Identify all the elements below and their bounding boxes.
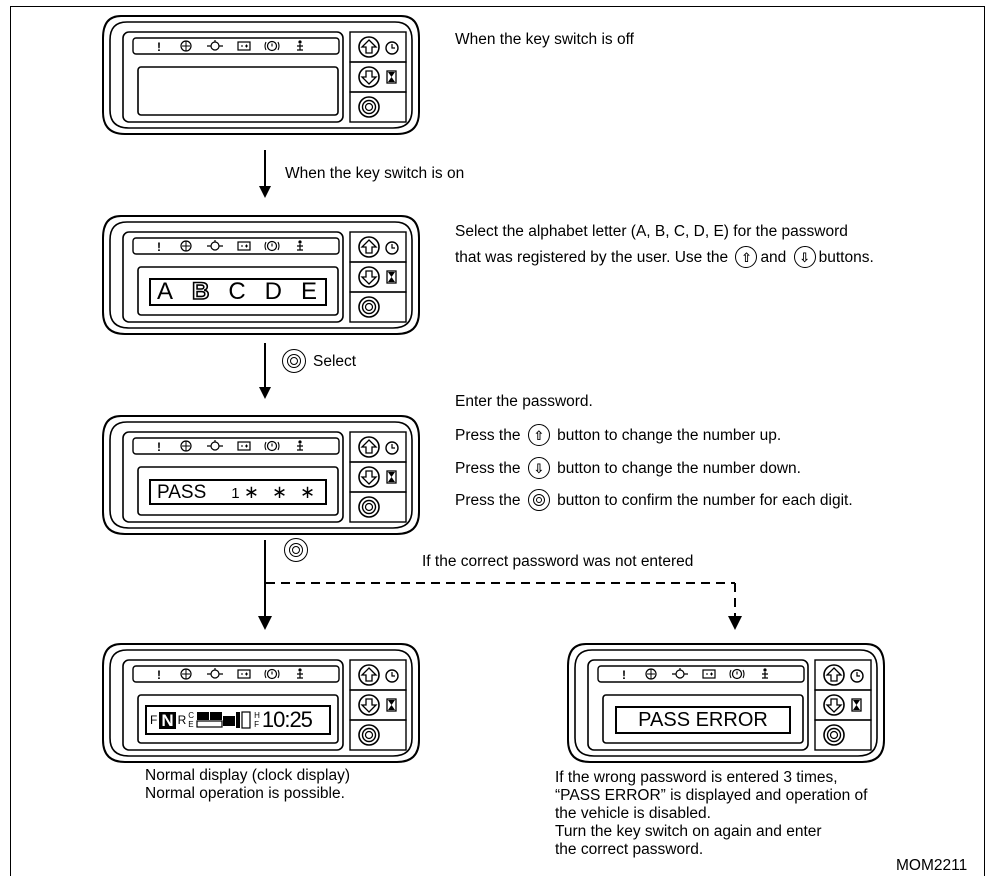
caption-key-on: When the key switch is on xyxy=(285,165,465,182)
caption-error-4: Turn the key switch on again and enter xyxy=(555,823,822,840)
select-ring-icon xyxy=(284,538,308,562)
error-text: PASS ERROR xyxy=(638,709,768,731)
caption-key-off: When the key switch is off xyxy=(455,31,634,48)
caption-select-line2: that was registered by the user. Use the… xyxy=(455,246,874,269)
flow-arrow-1 xyxy=(259,150,271,198)
caption-press-down: Press the ⇩ button to change the number … xyxy=(455,457,801,480)
up-arrow-icon: ⇧ xyxy=(735,246,758,268)
lcd-pass: PASS 1 ∗ ∗ ∗ xyxy=(138,467,338,517)
gear-f: F xyxy=(150,713,158,727)
lcd-clock: F N R C E H F 10:25 xyxy=(138,695,338,745)
caption-normal-2: Normal operation is possible. xyxy=(145,785,345,802)
caption-normal-1: Normal display (clock display) xyxy=(145,767,351,784)
display-panel-error: PASS ERROR xyxy=(566,636,886,766)
display-panel-pass: PASS 1 ∗ ∗ ∗ xyxy=(101,408,421,538)
select-ring-icon xyxy=(527,489,550,511)
lcd-error: PASS ERROR xyxy=(603,695,803,745)
caption-select-line1: Select the alphabet letter (A, B, C, D, … xyxy=(455,223,848,240)
gear-n: N xyxy=(159,710,176,730)
fuel-gauge-bar xyxy=(196,711,251,729)
fuel-h: H xyxy=(254,711,260,720)
caption-press-confirm: Press the button to confirm the number f… xyxy=(455,489,853,512)
up-arrow-icon: ⇧ xyxy=(527,424,550,446)
pass-stars: ∗ ∗ ∗ xyxy=(243,482,319,502)
letter-a: A xyxy=(157,278,176,305)
caption-error-1: If the wrong password is entered 3 times… xyxy=(555,769,838,786)
down-arrow-icon: ⇩ xyxy=(527,457,550,479)
letter-c: C xyxy=(228,278,248,305)
select-ring-icon xyxy=(282,349,306,373)
clock-time: 10:25 xyxy=(261,707,313,732)
coolant-c: C xyxy=(188,711,195,720)
fuel-f: F xyxy=(254,720,259,729)
letter-b-selected: B xyxy=(191,278,212,305)
caption-enter: Enter the password. xyxy=(455,393,593,410)
figure-frame xyxy=(10,6,985,876)
letter-d: D xyxy=(264,278,284,305)
caption-not-correct: If the correct password was not entered xyxy=(422,553,694,570)
flow-arrow-2 xyxy=(259,343,271,399)
caption-press-up: Press the ⇧ button to change the number … xyxy=(455,424,781,447)
gear-r: R xyxy=(177,713,187,727)
display-panel-off xyxy=(101,8,421,138)
letter-e: E xyxy=(300,278,319,305)
coolant-e: E xyxy=(188,720,194,729)
display-panel-normal: F N R C E H F 10:25 xyxy=(101,636,421,766)
flow-branch xyxy=(258,540,742,630)
pass-digit: 1 xyxy=(231,485,240,502)
figure-code: MOM2211 xyxy=(896,857,968,874)
caption-select: Select xyxy=(313,353,357,370)
display-panel-letters: A B C D E xyxy=(101,208,421,338)
down-arrow-icon: ⇩ xyxy=(793,246,816,268)
caption-error-3: the vehicle is disabled. xyxy=(555,805,711,822)
lcd-letters: A B C D E xyxy=(138,267,338,317)
pass-label: PASS xyxy=(157,481,207,503)
caption-error-2: “PASS ERROR” is displayed and operation … xyxy=(555,787,868,804)
caption-error-5: the correct password. xyxy=(555,841,704,858)
